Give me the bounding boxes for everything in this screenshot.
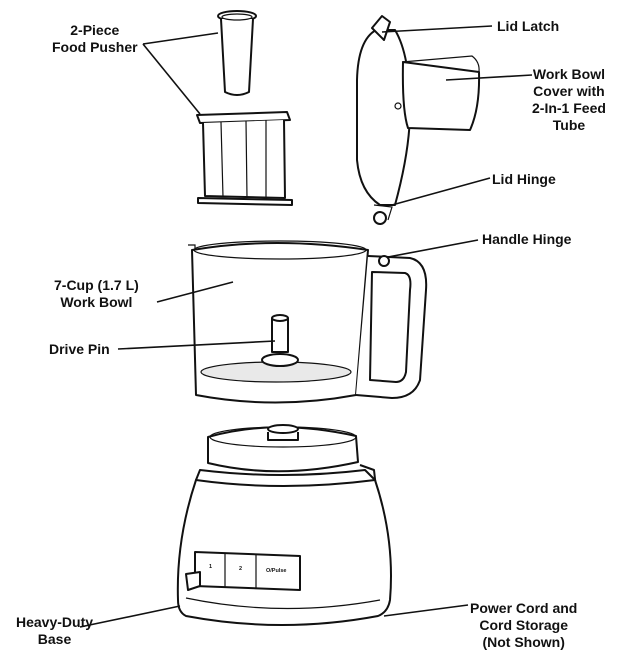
speed-2-button-label: 2 (239, 566, 242, 572)
base (176, 424, 392, 626)
large-food-pusher (196, 111, 293, 206)
label-lid-latch: Lid Latch (497, 18, 560, 34)
lid-latch-tab (371, 15, 391, 41)
label-work-bowl: 7-Cup (1.7 L)Work Bowl (54, 277, 139, 310)
leader-lines (79, 25, 533, 628)
lid-hinge-knob (373, 211, 387, 225)
label-handle-hinge: Handle Hinge (482, 231, 572, 247)
speed-1-button-label: 1 (209, 564, 212, 570)
label-drive-pin: Drive Pin (49, 341, 110, 357)
drive-pin (261, 314, 299, 367)
label-lid-hinge: Lid Hinge (492, 171, 556, 187)
control-panel (185, 551, 301, 591)
pulse-button-label: O/Pulse (266, 568, 286, 574)
handle-hinge-knob (378, 255, 390, 267)
work-bowl (188, 240, 428, 404)
small-food-pusher (217, 10, 257, 96)
